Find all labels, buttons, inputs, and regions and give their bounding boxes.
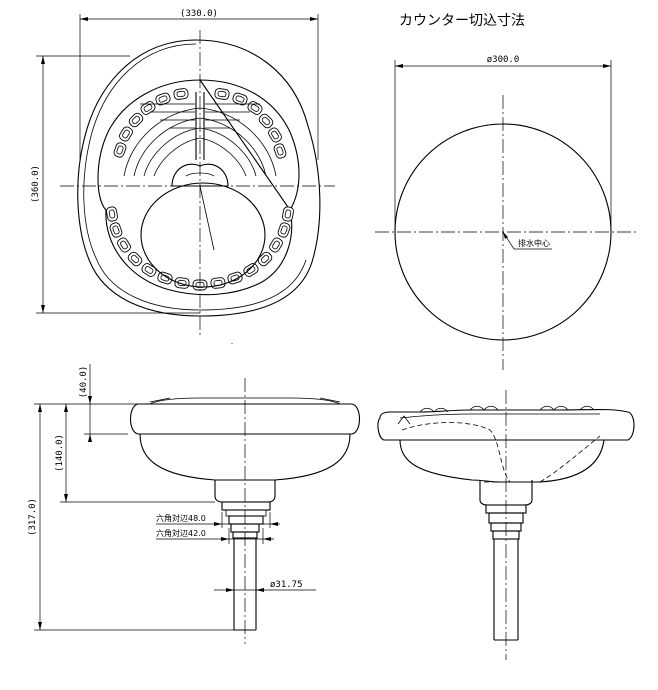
dim-bowl-height: (140.0) (55, 434, 65, 472)
side-view (377, 390, 635, 660)
dim-top-height: (360.0) (31, 165, 41, 203)
dim-rim-height: (40.0) (79, 366, 89, 399)
dim-top-width: (330.0) (180, 9, 218, 19)
dim-hex-48: 六角対辺48.0 (156, 513, 206, 523)
rib-lines (123, 92, 277, 177)
dim-pipe-diameter: ø31.75 (270, 580, 303, 590)
title-counter-cutout: カウンター切込寸法 (399, 13, 525, 29)
dim-cutout-diameter: ø300.0 (487, 55, 520, 65)
cutout-view: カウンター切込寸法 ø300.0 排水中心 (375, 13, 638, 370)
dim-total-height: (317.0) (28, 498, 38, 536)
top-view: (330.0) (360.0) (31, 9, 335, 335)
dim-hex-42: 六角対辺42.0 (156, 528, 206, 538)
label-drain-center: 排水中心 (518, 238, 550, 248)
front-view: (317.0) (140.0) (40.0) 六角対辺48.0 六角対辺42.0… (28, 343, 361, 644)
